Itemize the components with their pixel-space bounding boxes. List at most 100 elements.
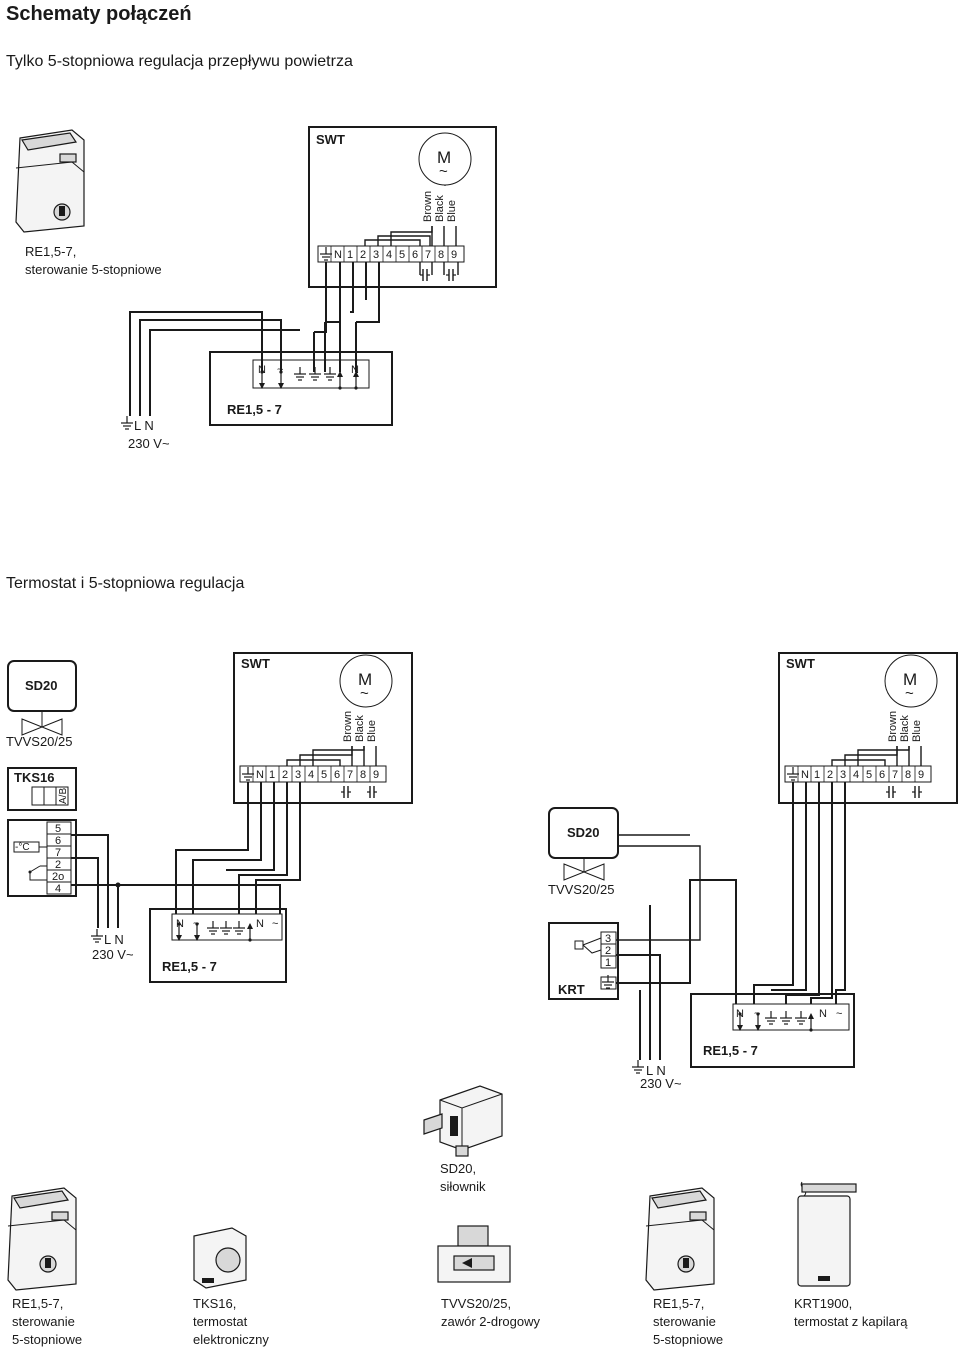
ground-icon xyxy=(90,928,104,943)
re-controller-image-bottom-2 xyxy=(645,1187,715,1291)
terminal-label: N xyxy=(334,249,342,261)
terminal-label: 2 xyxy=(282,769,288,781)
terminal-label: 4 xyxy=(386,249,392,261)
ground-icon xyxy=(764,1010,778,1025)
terminal-label: 9 xyxy=(451,249,457,261)
re-unit-3: N ~ N ~ RE1,5 - 7 xyxy=(690,993,855,1068)
svg-text:~: ~ xyxy=(360,685,369,702)
terminal-label: 1 xyxy=(814,769,820,781)
terminal-label: 6 xyxy=(412,249,418,261)
terminal-label: 5 xyxy=(399,249,405,261)
sd20-actuator-left: SD20 TVVS20/25 xyxy=(6,660,77,749)
svg-text:Blue: Blue xyxy=(366,720,378,742)
terminal-label: N xyxy=(256,769,264,781)
valve-icon xyxy=(21,718,63,736)
capacitor-icon xyxy=(445,268,457,282)
ground-icon xyxy=(794,1010,808,1025)
svg-text:sterowanie: sterowanie xyxy=(653,1314,716,1329)
terminal-label: 3 xyxy=(373,249,379,261)
wire-black: Black xyxy=(434,195,446,222)
svg-text:KRT1900,: KRT1900, xyxy=(794,1296,852,1311)
motor-icon: M ~ xyxy=(418,132,472,186)
terminal-label: 7 xyxy=(892,769,898,781)
terminal-label: 7 xyxy=(425,249,431,261)
sd20-actuator-middle: SD20 TVVS20/25 xyxy=(548,807,619,897)
valve-icon xyxy=(563,863,605,881)
terminal-label: 4 xyxy=(853,769,859,781)
section-title-1: Tylko 5-stopniowa regulacja przepływu po… xyxy=(6,53,353,70)
swt-label: SWT xyxy=(316,132,345,147)
tks16-thermostat: TKS16 A/B 5 6 7 2 2o 4 -°C xyxy=(7,767,77,897)
re-label: RE1,5 - 7 xyxy=(227,402,282,417)
svg-text:~: ~ xyxy=(905,685,914,702)
ground-icon xyxy=(206,920,220,935)
wire xyxy=(314,262,327,333)
ground-icon xyxy=(786,766,800,781)
svg-text:SD20: SD20 xyxy=(567,825,600,840)
svg-text:Black: Black xyxy=(354,715,366,742)
terminal-label: N xyxy=(801,769,809,781)
ground-icon xyxy=(779,1010,793,1025)
terminal-label: 8 xyxy=(905,769,911,781)
ground-icon xyxy=(319,246,333,261)
svg-text:SWT: SWT xyxy=(241,656,270,671)
svg-text:~: ~ xyxy=(272,918,278,930)
capacitor-icon xyxy=(366,785,378,799)
svg-text:SD20: SD20 xyxy=(25,678,58,693)
krt-thermostat: 3 2 1 KRT xyxy=(548,922,619,1000)
svg-text:2o: 2o xyxy=(52,871,64,883)
svg-text:zawór 2-drogowy: zawór 2-drogowy xyxy=(441,1314,540,1329)
ground-icon xyxy=(631,1059,645,1074)
wiring-left xyxy=(71,782,301,928)
svg-text:4: 4 xyxy=(55,883,61,895)
svg-text:7: 7 xyxy=(55,847,61,859)
svg-text:L N: L N xyxy=(134,418,154,433)
svg-text:6: 6 xyxy=(55,835,61,847)
arrow-icon xyxy=(807,1012,815,1033)
section-title-2: Termostat i 5-stopniowa regulacja xyxy=(6,575,244,592)
mains-supply-2: L N 230 V~ xyxy=(90,928,134,962)
arrow-icon xyxy=(246,922,254,943)
svg-text:A/B: A/B xyxy=(58,788,69,804)
svg-text:M: M xyxy=(437,148,451,167)
svg-text:~: ~ xyxy=(277,364,283,376)
svg-text:230 V~: 230 V~ xyxy=(640,1076,682,1091)
svg-text:KRT: KRT xyxy=(558,982,585,997)
svg-text:L N: L N xyxy=(104,932,124,947)
svg-text:N: N xyxy=(819,1008,827,1020)
svg-text:elektroniczny: elektroniczny xyxy=(193,1332,269,1347)
ground-icon xyxy=(293,366,307,381)
svg-text:RE1,5 - 7: RE1,5 - 7 xyxy=(162,959,217,974)
ground-icon xyxy=(232,920,246,935)
mains-supply-1: L N 230 V~ xyxy=(120,415,170,451)
svg-text:TVVS20/25: TVVS20/25 xyxy=(6,734,73,749)
terminal-label: 9 xyxy=(373,769,379,781)
svg-text:RE1,5 - 7: RE1,5 - 7 xyxy=(703,1043,758,1058)
terminal-label: 6 xyxy=(334,769,340,781)
svg-text:M: M xyxy=(903,670,917,689)
svg-text:230 V~: 230 V~ xyxy=(92,947,134,962)
svg-text:2: 2 xyxy=(55,859,61,871)
terminal-label: 1 xyxy=(347,249,353,261)
svg-text:N: N xyxy=(351,364,359,376)
terminal-label: 5 xyxy=(321,769,327,781)
motor-icon: M ~ xyxy=(884,654,938,708)
svg-text:230 V~: 230 V~ xyxy=(128,436,170,451)
svg-text:TKS16: TKS16 xyxy=(14,770,54,785)
terminal-label: 7 xyxy=(347,769,353,781)
svg-text:5-stopniowe: 5-stopniowe xyxy=(653,1332,723,1347)
svg-text:-°C: -°C xyxy=(15,842,30,853)
caption-re-2: RE1,5-7, sterowanie 5-stopniowe xyxy=(653,1296,723,1347)
caption-re-1: RE1,5-7, sterowanie 5-stopniowe xyxy=(12,1296,82,1347)
svg-text:N: N xyxy=(258,364,266,376)
wiring-right xyxy=(616,782,846,1060)
svg-text:RE1,5-7,: RE1,5-7, xyxy=(12,1296,63,1311)
re-top-caption-line2: sterowanie 5-stopniowe xyxy=(25,262,162,277)
svg-text:L N: L N xyxy=(646,1063,666,1078)
wire-brown: Brown xyxy=(422,191,434,222)
